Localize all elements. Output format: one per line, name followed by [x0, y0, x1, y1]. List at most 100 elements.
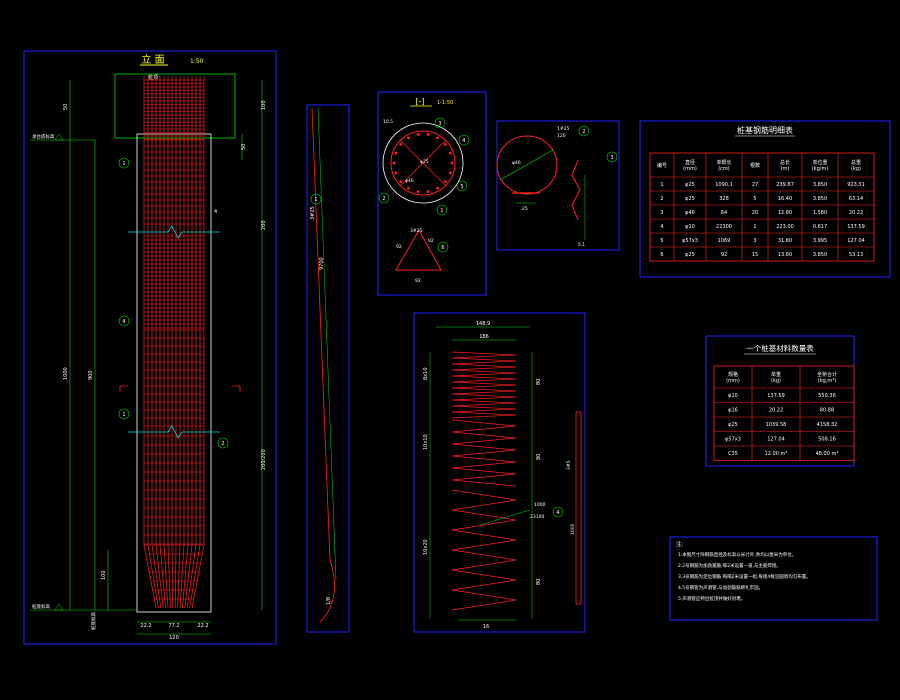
- pile-bottom-elev-marker: [54, 603, 64, 611]
- longitudinal-bar: [186, 76, 197, 609]
- section-dim-3: φ46: [405, 178, 414, 184]
- table-header-cell: 规格: [728, 371, 738, 378]
- section-rebar-dot: [426, 133, 430, 136]
- table-cell: 12.00 m³: [765, 451, 788, 457]
- table-cell: 80.88: [820, 408, 834, 414]
- table-cell: 16.40: [778, 196, 792, 202]
- side-bar-callout-circle: [310, 193, 322, 205]
- spiral-dim-left-3: 10x20: [423, 539, 429, 555]
- table-cell: 137.59: [767, 393, 785, 399]
- section-callout-circle-6: [437, 241, 449, 253]
- elevation-frame: [23, 50, 277, 645]
- callout-circle-2: [217, 437, 229, 449]
- notes-line-5: 5.声测管应伸出桩顶并做好封堵。: [678, 595, 745, 602]
- spiral-side-dim-1: 3#5: [566, 460, 572, 470]
- elevation-scale: 1:50: [190, 58, 204, 65]
- longitudinal-bar: [171, 76, 174, 609]
- table-header-cell: 编号: [657, 162, 667, 169]
- right-dim-3: 200: [261, 220, 267, 230]
- section-rebar-dot: [407, 136, 410, 140]
- detail-callout-3: 3: [610, 155, 613, 161]
- triangle-label-4: 92: [415, 278, 421, 284]
- table-cell: 22300: [716, 224, 732, 230]
- table-cell: 53.13: [849, 252, 863, 258]
- section-frame: [377, 91, 487, 296]
- detail-label-5: 5.1: [578, 242, 585, 248]
- table-border: [713, 365, 855, 461]
- table-cell: φ25: [728, 422, 738, 428]
- section-rebar-dots: [392, 133, 454, 193]
- table-cell: φ25: [685, 196, 695, 202]
- section-title: [-]: [415, 97, 424, 106]
- table-cell: 13.80: [778, 252, 792, 258]
- table-header-cell: (kg): [851, 166, 861, 172]
- pile-top-label: 桩顶: [148, 74, 158, 81]
- side-bar-dim-3: 1/8: [326, 597, 332, 605]
- callout-1b: 1: [122, 412, 125, 418]
- spiral-frame: [413, 312, 586, 633]
- table-cell: 20.22: [849, 210, 863, 216]
- table-cell: φ57x3: [725, 437, 741, 443]
- table-cell: 137.59: [847, 224, 865, 230]
- notes-line-2: 2.2号钢筋为加劲箍筋,每2米设置一道,与主筋焊接。: [678, 562, 781, 569]
- section-rebar-dot: [399, 142, 403, 146]
- detail-frame: [496, 120, 620, 251]
- pile-body-outline: [136, 133, 212, 613]
- section-callout-circle-2: [378, 192, 390, 204]
- triangle-label-3: 92: [428, 238, 434, 244]
- section-cut-left: [119, 385, 128, 392]
- table-header-cell: 直径: [685, 159, 695, 166]
- table-header-cell: 单位重: [812, 159, 827, 166]
- side-bar-frame: [306, 104, 350, 633]
- table-header-cell: (mm): [726, 378, 740, 384]
- section-callout-4: 4: [462, 138, 465, 144]
- stirrup-hoops: [144, 79, 204, 600]
- sound-tube: [575, 411, 582, 605]
- table-cell: φ10: [728, 393, 738, 399]
- section-rebar-dot: [448, 151, 452, 155]
- longitudinal-bar: [143, 76, 157, 609]
- table-cell: C35: [728, 451, 738, 457]
- longitudinal-bar: [147, 76, 159, 609]
- table-cell: 6: [660, 252, 663, 258]
- longitudinal-bar: [155, 76, 164, 609]
- table-header-cell: 根数: [750, 162, 760, 169]
- left-dim-2: 1000: [63, 367, 69, 380]
- detail-diameter-line: [499, 149, 554, 181]
- section-callout-6: 6: [441, 245, 444, 251]
- detail-label-1: 1#25: [557, 126, 569, 132]
- spiral-dim-left-1: 8x10: [423, 367, 429, 380]
- table-cell: 3: [753, 238, 756, 244]
- spiral-dim-right-3: 80: [536, 579, 542, 585]
- table-header-cell: (kg/m): [812, 166, 829, 172]
- section-rebar-dot: [399, 180, 403, 184]
- break-line-upper: [128, 225, 220, 239]
- table-cell: 63.14: [849, 196, 863, 202]
- section-rebar-dot: [394, 171, 398, 175]
- spiral-rebar: [451, 351, 517, 611]
- section-callout-circle-4: [458, 134, 470, 146]
- section-rebar-dot: [443, 142, 447, 146]
- spiral-side-dim-2: 1000: [570, 523, 576, 535]
- table-cell: 4: [660, 224, 663, 230]
- triangle-rebar: [395, 228, 442, 271]
- table-cell: 3: [660, 210, 663, 216]
- table-cell: φ16: [728, 408, 738, 414]
- bottom-dim-2: 77.2: [168, 623, 179, 629]
- table-header-cell: (m): [781, 166, 790, 172]
- bottom-dim-3: 22.2: [197, 623, 208, 629]
- notes-line-3: 3.3号钢筋为定位钢筋,每隔2米设置一组,每组4根沿圆周均匀布置。: [678, 573, 811, 580]
- section-diag-2: [399, 139, 447, 187]
- right-dim-5: 4: [214, 209, 217, 215]
- section-rebar-dot: [416, 133, 420, 136]
- right-dim-1: 100: [261, 100, 267, 110]
- section-rebar-dot: [426, 190, 430, 193]
- section-dim-2: φ25: [420, 159, 429, 165]
- table-cell: 64: [721, 210, 727, 216]
- side-bar-hook: [319, 559, 335, 623]
- elevation-title: 立 面: [141, 53, 164, 66]
- notes-title: 注:: [676, 540, 684, 548]
- section-callout-1: 1: [440, 208, 443, 214]
- longitudinal-bar: [182, 76, 189, 609]
